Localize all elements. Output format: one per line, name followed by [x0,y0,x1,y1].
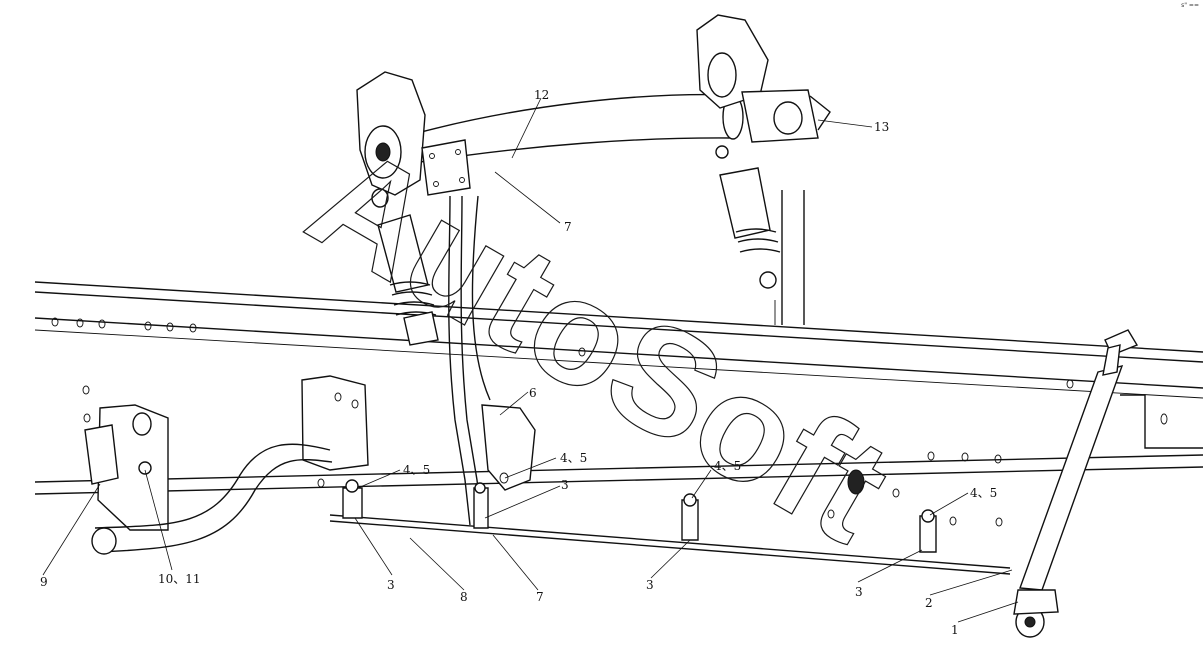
callout-10-11: 10、11 [158,572,201,586]
callout-12: 12 [534,88,549,102]
pipe-clamps [342,479,937,553]
callout-8: 8 [460,590,468,604]
left-lock-assembly [84,404,169,531]
callout-6: 6 [529,386,537,400]
watermark: AutoSoft [283,112,916,575]
callout-3-right: 3 [855,585,863,599]
right-cab-mount [696,14,831,289]
watermark-text: AutoSoft [284,112,916,574]
callouts: 12 13 7 6 4、5 4、5 4、5 4、5 3 3 8 7 3 3 2 … [40,88,997,637]
rail-holes [51,317,1168,527]
main-tube [91,443,333,555]
pipe-line-8 [329,514,1011,575]
callout-9: 9 [40,575,48,589]
left-support-bracket [301,375,369,488]
vertical-post [774,190,805,325]
callout-4-5-c: 4、5 [714,459,741,473]
callout-3-upper: 3 [561,478,569,492]
callout-7-bottom: 7 [536,590,544,604]
callout-2: 2 [925,596,933,610]
corner-mark: s" == [1181,2,1199,9]
left-cab-mount [356,71,471,346]
tilt-cylinder [1013,329,1139,638]
callout-4-5-b: 4、5 [560,451,587,465]
callout-3-left: 3 [387,578,395,592]
callout-4-5-d: 4、5 [970,486,997,500]
callout-7-top: 7 [564,220,572,234]
callout-1: 1 [951,623,959,637]
callout-4-5-a: 4、5 [403,463,430,477]
bracket-6 [481,404,536,491]
leader-lines [42,97,1019,623]
callout-3-mid: 3 [646,578,654,592]
left-rod [448,195,491,526]
callout-13: 13 [874,120,889,134]
